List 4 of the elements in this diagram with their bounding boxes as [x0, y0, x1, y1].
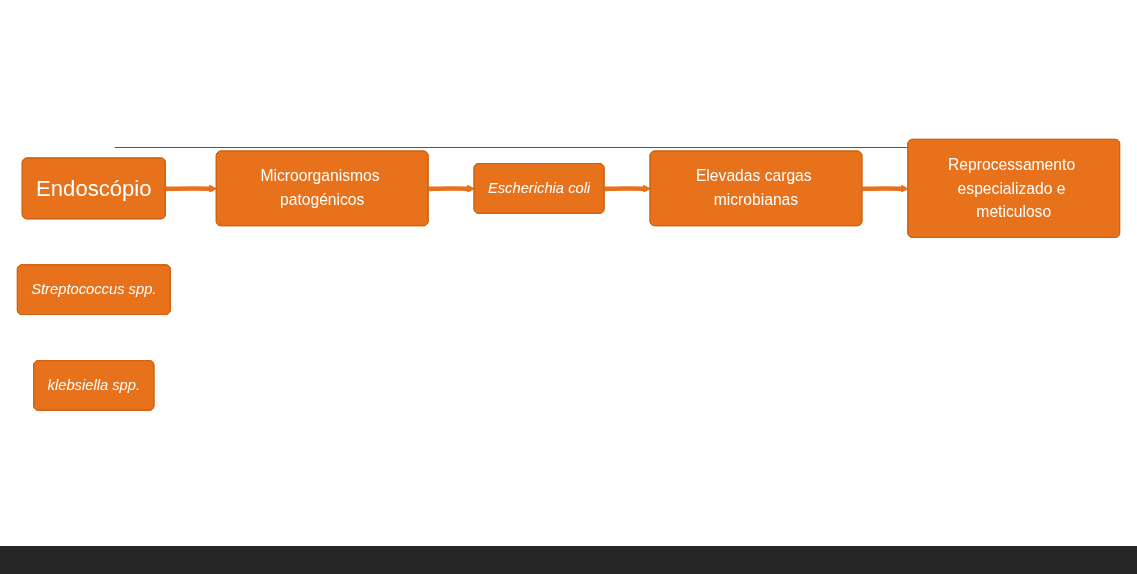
arrow — [165, 184, 218, 193]
arrow — [428, 184, 475, 193]
arrow — [862, 184, 909, 193]
arrow — [604, 184, 651, 193]
